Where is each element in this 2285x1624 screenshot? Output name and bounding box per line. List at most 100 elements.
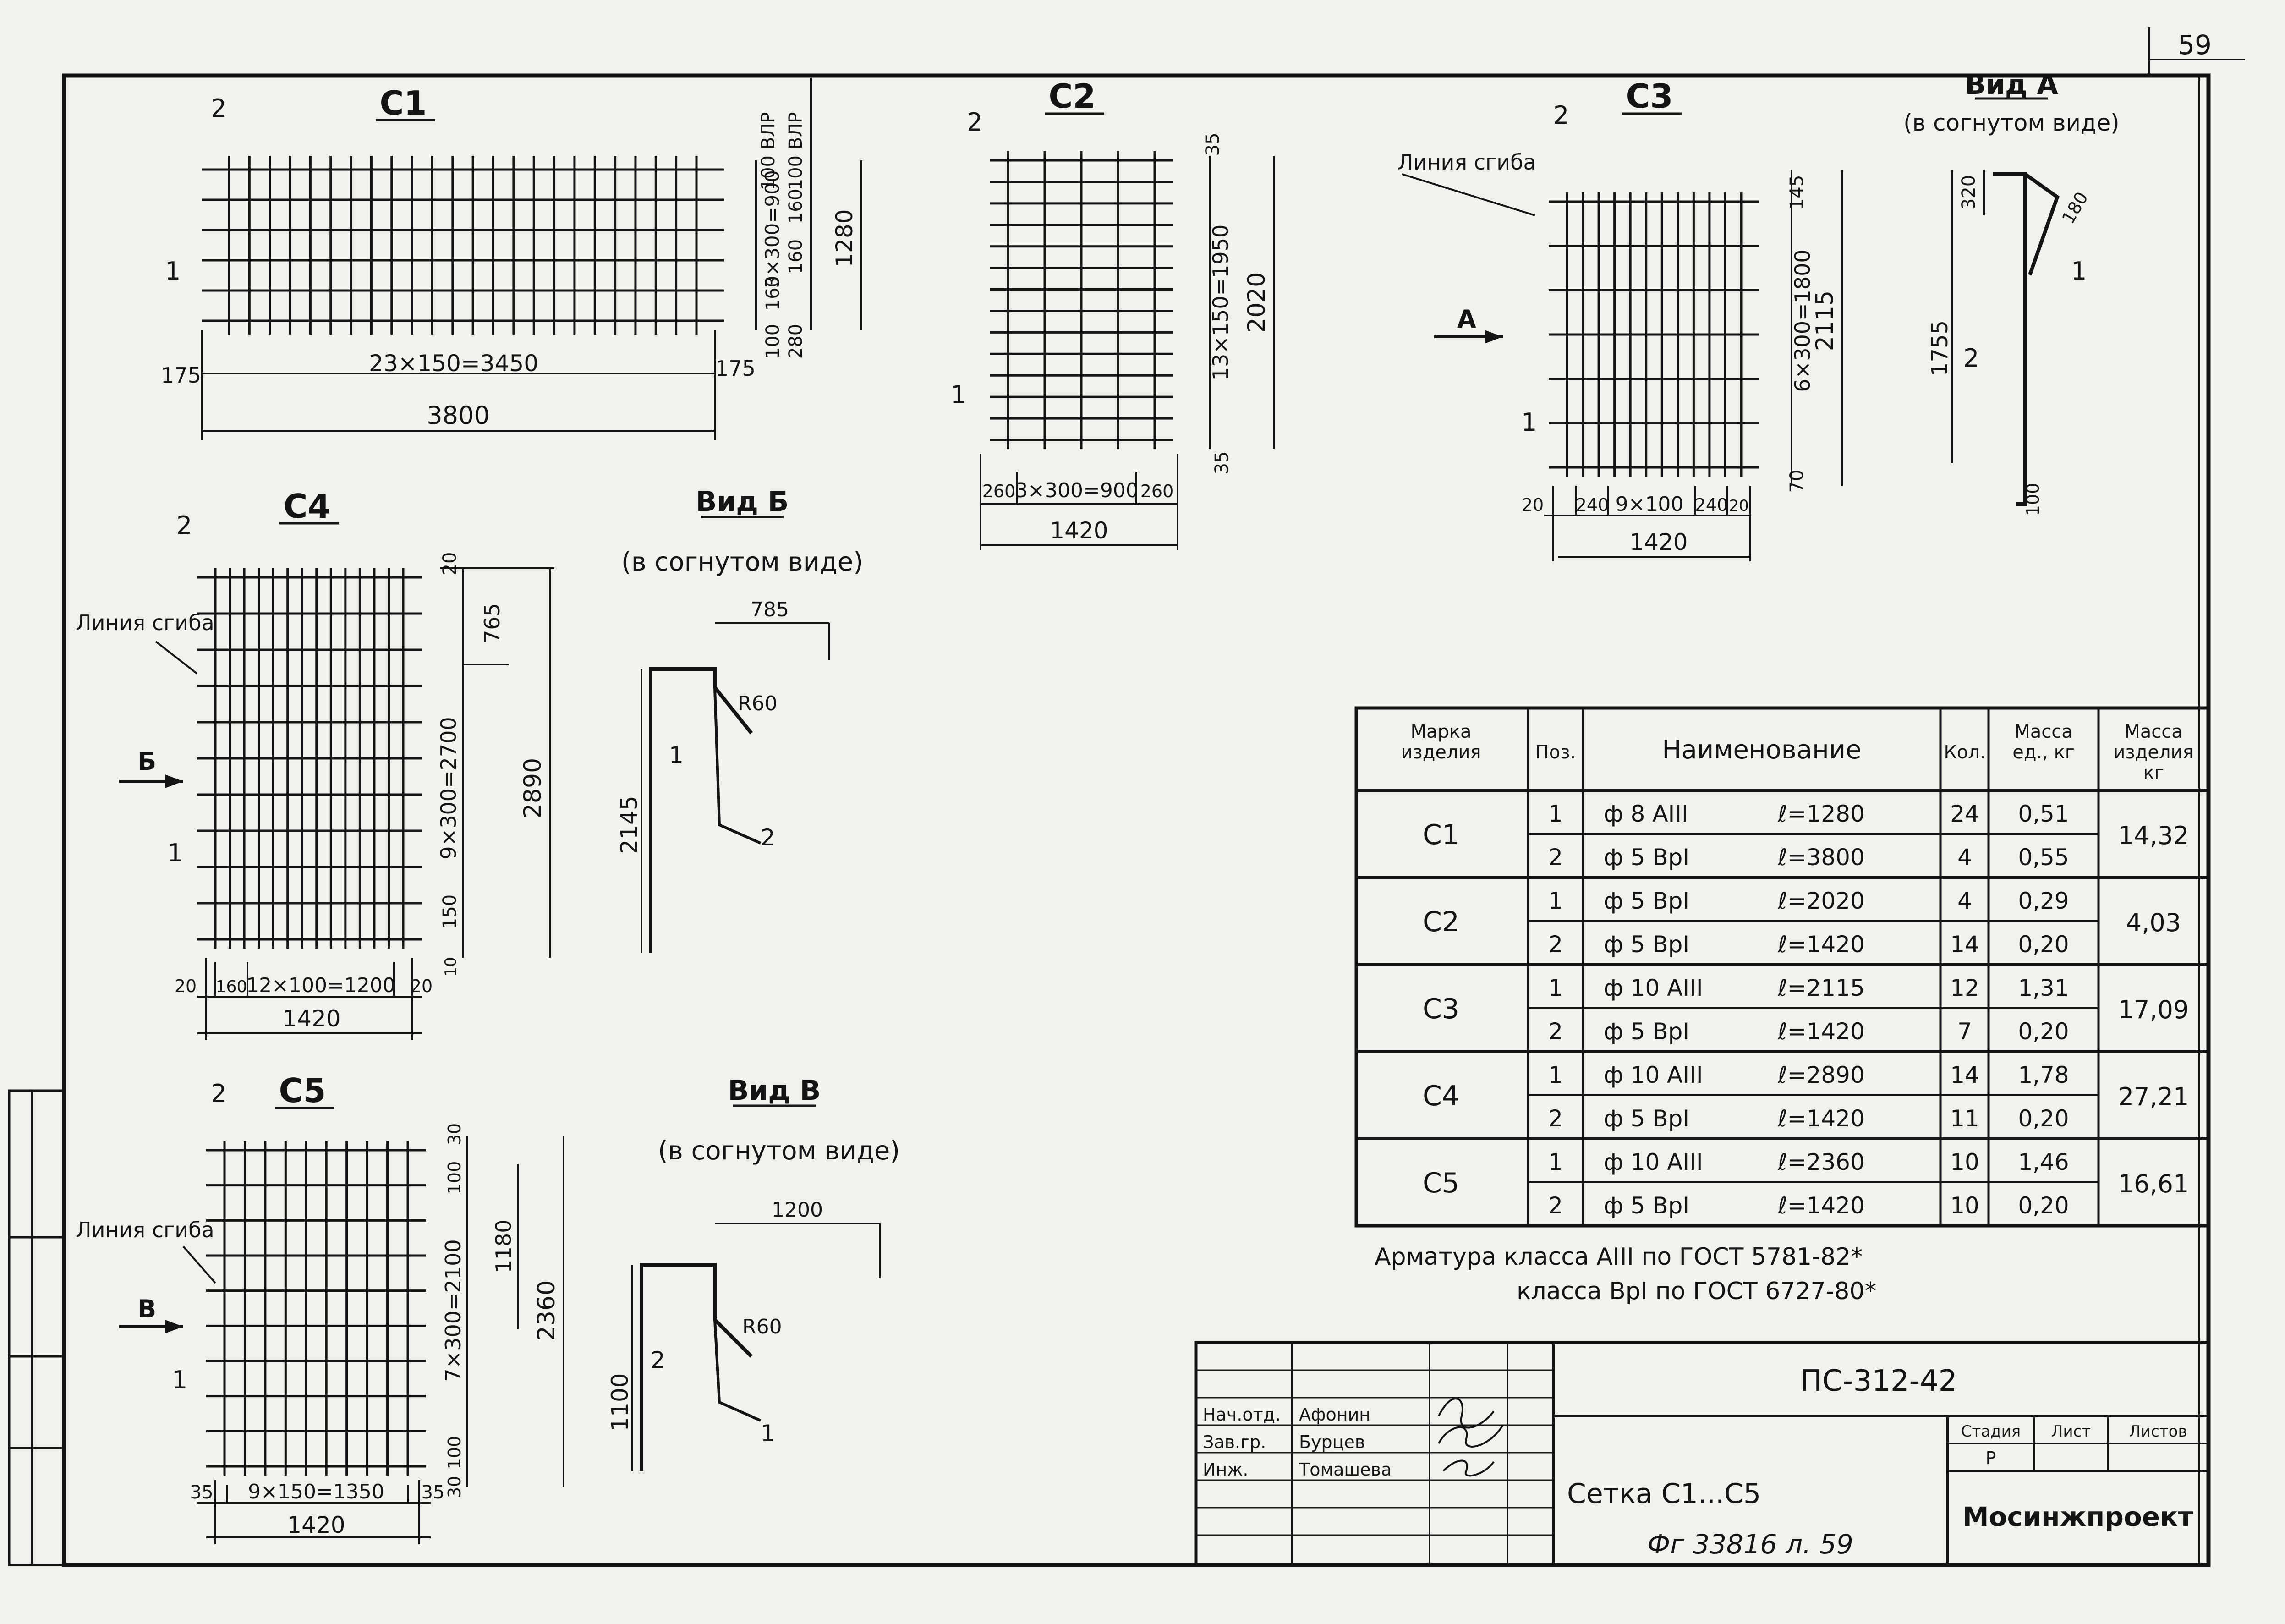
archive-stamp: Фг 33816 л. 59 bbox=[1647, 1529, 1853, 1560]
spec-qty: 7 bbox=[1957, 1018, 1972, 1045]
spec-total: 27,21 bbox=[2118, 1082, 2189, 1111]
c5-dim-bottom: 30 bbox=[444, 1476, 465, 1498]
spec-header-5: кг bbox=[2143, 763, 2164, 784]
c1-dim-v3: 3×300=900 bbox=[761, 170, 784, 288]
c5-pos-1: 1 bbox=[172, 1366, 187, 1394]
c2-pos-2: 2 bbox=[967, 108, 982, 137]
c1-pos-1: 1 bbox=[165, 257, 181, 285]
c4-view-arrow: Б bbox=[119, 747, 183, 788]
view-v-radius: R60 bbox=[742, 1315, 782, 1339]
spec-header-5: изделия bbox=[2113, 742, 2193, 763]
tb-sheets-label: Листов bbox=[2129, 1422, 2187, 1441]
spec-mark: С5 bbox=[1423, 1167, 1459, 1199]
view-a-subtitle: (в согнутом виде) bbox=[1903, 110, 2120, 136]
c1-dim-v1: 100 ВЛР bbox=[758, 112, 779, 191]
spec-pos: 2 bbox=[1548, 844, 1563, 871]
c5-dim-total: 1420 bbox=[287, 1512, 345, 1538]
spec-bar: ф 10 АIII bbox=[1604, 1149, 1703, 1175]
c4-pos-1: 1 bbox=[167, 839, 183, 867]
binding-strip bbox=[8, 1089, 66, 1566]
note-line-2: класса ВрI по ГОСТ 6727-80* bbox=[1517, 1278, 1876, 1305]
c2-dim-left: 260 bbox=[982, 481, 1016, 501]
spec-pos: 2 bbox=[1548, 1192, 1563, 1219]
c3-mesh-grid bbox=[1549, 192, 1759, 477]
spec-header-5: Масса bbox=[2124, 721, 2183, 742]
view-v-dim-top: 1200 bbox=[772, 1198, 823, 1222]
view-b-subtitle: (в согнутом виде) bbox=[621, 547, 863, 577]
note-line-1: Арматура класса АIII по ГОСТ 5781-82* bbox=[1375, 1243, 1863, 1271]
c3-dim-top: 145 bbox=[1786, 175, 1808, 210]
c3-dim-height: 2115 bbox=[1811, 291, 1839, 351]
c3-view-arrow: А bbox=[1434, 305, 1503, 344]
view-b-pos-1: 1 bbox=[669, 742, 684, 768]
spec-pos: 2 bbox=[1548, 931, 1563, 958]
spec-length: ℓ=2360 bbox=[1777, 1149, 1865, 1175]
tb-stage-label: Стадия bbox=[1961, 1422, 2021, 1441]
c1-mesh-grid bbox=[202, 156, 724, 335]
svg-text:Б: Б bbox=[137, 747, 156, 776]
spec-length: ℓ=1420 bbox=[1777, 1105, 1865, 1132]
tb-role-0: Нач.отд. bbox=[1203, 1405, 1281, 1425]
spec-mass: 0,55 bbox=[2018, 844, 2069, 871]
spec-total: 16,61 bbox=[2118, 1169, 2189, 1198]
spec-mass: 0,20 bbox=[2018, 931, 2069, 958]
c3-dim-c: 240 bbox=[1695, 495, 1728, 515]
spec-pos: 1 bbox=[1548, 1149, 1563, 1175]
c4-mesh-grid bbox=[197, 568, 422, 949]
spec-pos: 1 bbox=[1548, 1062, 1563, 1088]
c1-dim-v6: 160 bbox=[762, 276, 784, 311]
c5-dim-pitch-h: 9×150=1350 bbox=[248, 1480, 384, 1503]
spec-pos: 2 bbox=[1548, 1105, 1563, 1132]
view-v-pos-1: 1 bbox=[761, 1420, 775, 1447]
spec-bar: ф 10 АIII bbox=[1604, 975, 1703, 1001]
spec-bar: ф 5 ВрI bbox=[1604, 844, 1689, 871]
spec-mark: С3 bbox=[1423, 993, 1459, 1025]
spec-header-1: Поз. bbox=[1535, 742, 1576, 763]
spec-header-3: Кол. bbox=[1944, 742, 1985, 763]
c5-dim-bottom-seg: 100 bbox=[444, 1436, 465, 1470]
c5-dim-top: 30 bbox=[444, 1123, 465, 1145]
view-a: Вид А (в согнутом виде) 320 1755 100 180… bbox=[1903, 69, 2120, 516]
c4-bend-line: Линия сгиба bbox=[76, 610, 214, 635]
sheet-number-box: 59 bbox=[2148, 27, 2245, 76]
mesh-c5: С5 2 1 Линия сгиба В 30 100 7×300=2100 1… bbox=[76, 1071, 564, 1544]
spec-mass: 0,29 bbox=[2018, 888, 2069, 914]
c4-dim-height: 2890 bbox=[519, 758, 547, 818]
spec-length: ℓ=1420 bbox=[1777, 931, 1865, 958]
spec-bar: ф 5 ВрI bbox=[1604, 1192, 1689, 1219]
c1-dim-v2: 100 ВЛР bbox=[785, 112, 806, 191]
c5-dim-mid: 1180 bbox=[491, 1219, 516, 1273]
c4-dim-c: 20 bbox=[411, 976, 433, 996]
c5-dim-upper: 100 bbox=[444, 1161, 465, 1195]
spec-mass: 1,31 bbox=[2018, 975, 2069, 1001]
view-v: Вид В (в согнутом виде) 1200 R60 1100 1 … bbox=[607, 1075, 900, 1471]
spec-bar: ф 5 ВрI bbox=[1604, 1018, 1689, 1045]
c5-bend-line: Линия сгиба bbox=[76, 1218, 214, 1242]
c2-dim-pitch-h: 3×300=900 bbox=[1015, 479, 1139, 502]
view-a-pos-1: 1 bbox=[2071, 257, 2087, 285]
c4-dim-pitch-v: 9×300=2700 bbox=[436, 717, 461, 859]
view-v-subtitle: (в согнутом виде) bbox=[658, 1136, 900, 1166]
c3-pos-1: 1 bbox=[1521, 408, 1537, 437]
c1-dim-v4: 160 bbox=[785, 189, 806, 224]
spec-qty: 4 bbox=[1957, 888, 1972, 914]
mesh-c3: С3 2 1 Линия сгиба А 145 6×300=1800 2115… bbox=[1397, 77, 1843, 561]
c1-dim-total: 3800 bbox=[427, 401, 489, 430]
spec-qty: 10 bbox=[1950, 1149, 1979, 1175]
spec-total: 17,09 bbox=[2118, 995, 2189, 1024]
c3-dim-bottom: 70 bbox=[1786, 470, 1808, 493]
c2-mesh-grid bbox=[990, 151, 1173, 449]
c1-dim-v8: 280 bbox=[785, 324, 806, 359]
c3-pos-2: 2 bbox=[1553, 101, 1569, 130]
spec-qty: 12 bbox=[1950, 975, 1979, 1001]
c5-mesh-grid bbox=[206, 1141, 426, 1476]
tb-name-1: Бурцев bbox=[1299, 1432, 1365, 1452]
spec-pos: 1 bbox=[1548, 801, 1563, 827]
c1-dim-right: 175 bbox=[715, 356, 756, 381]
tb-role-2: Инж. bbox=[1203, 1459, 1249, 1480]
spec-length: ℓ=2115 bbox=[1777, 975, 1865, 1001]
spec-length: ℓ=2890 bbox=[1777, 1062, 1865, 1088]
spec-header-0: изделия bbox=[1401, 742, 1481, 763]
